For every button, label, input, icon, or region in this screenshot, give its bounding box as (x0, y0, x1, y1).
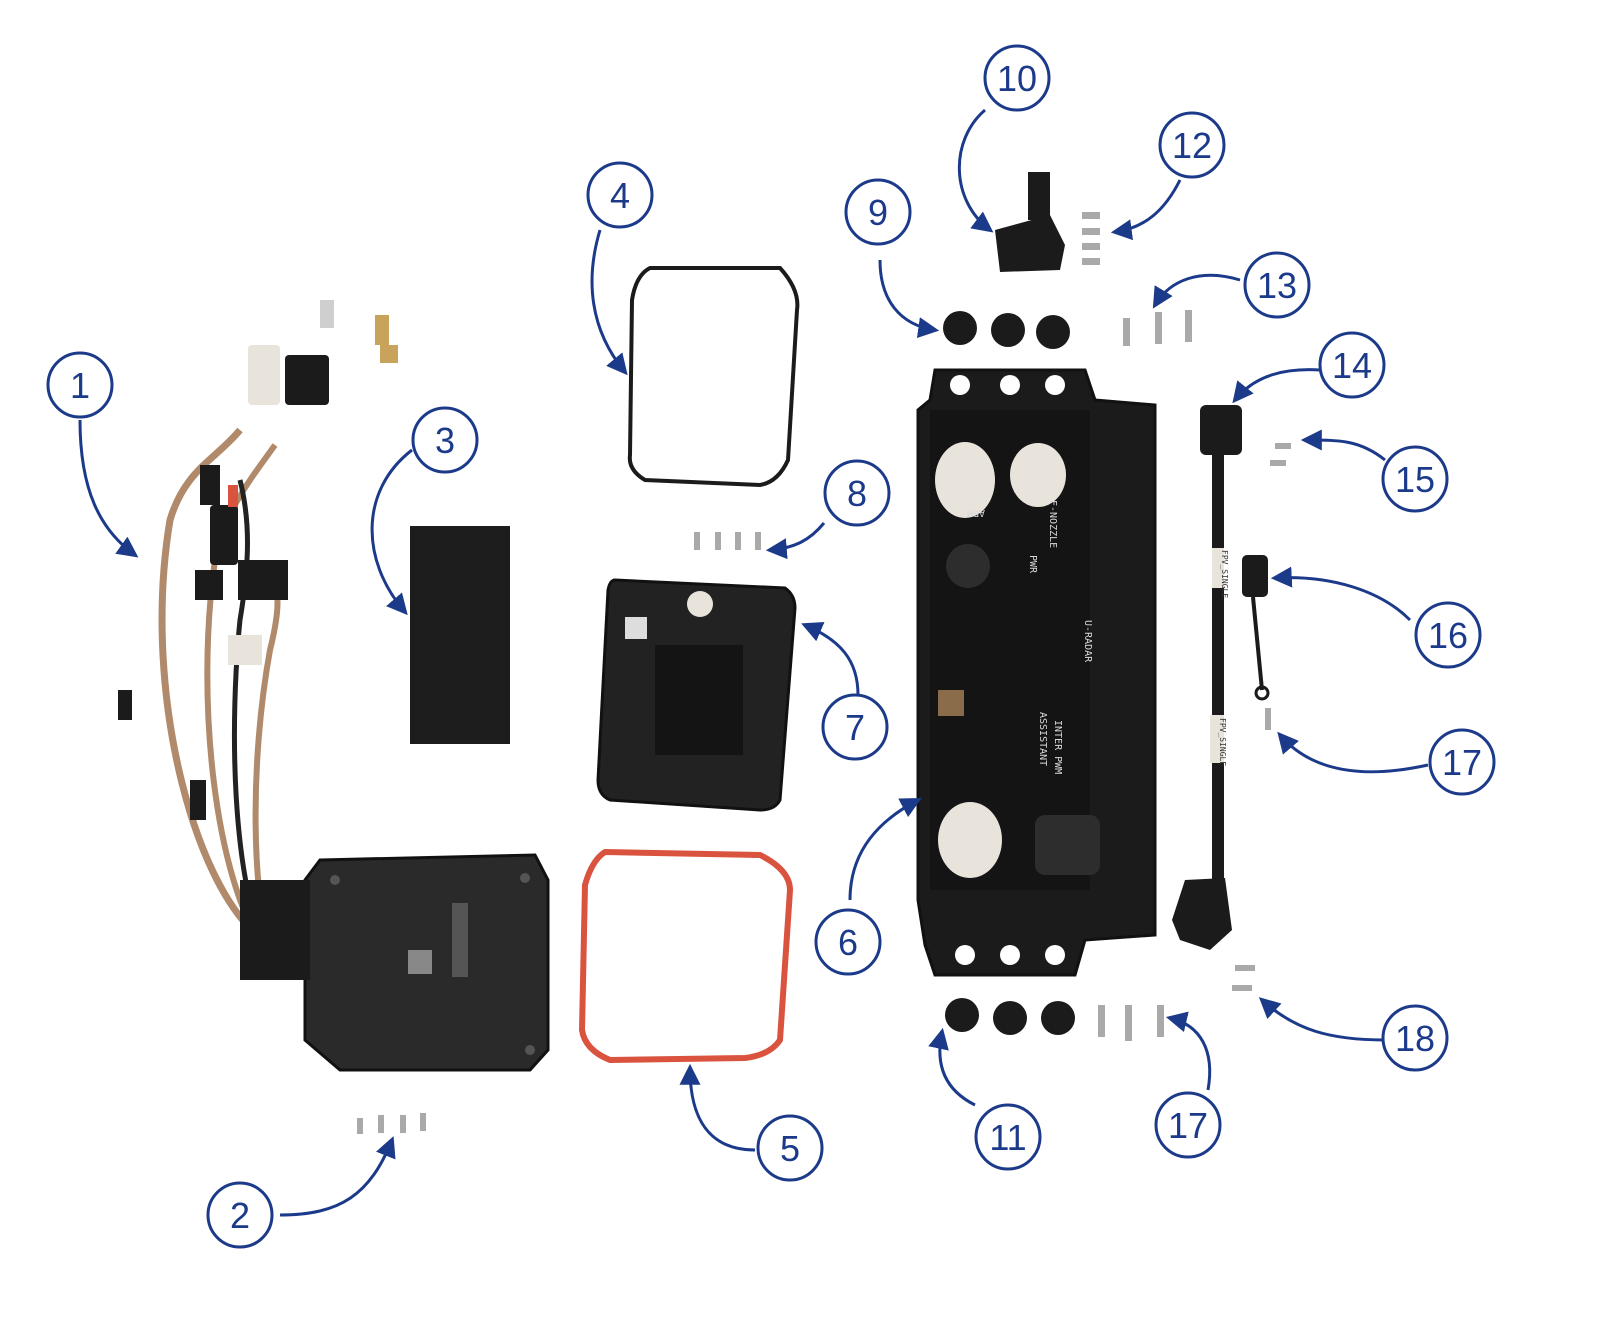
part-black-gasket (627, 266, 800, 488)
callout-2: 2 (206, 1181, 274, 1249)
callout-3: 3 (411, 406, 479, 474)
svg-text:7: 7 (845, 707, 865, 748)
arrow-5 (679, 1063, 756, 1152)
callout-11: 11 (974, 1103, 1042, 1171)
arrow-12 (1110, 179, 1182, 241)
svg-text:1: 1 (70, 365, 90, 406)
part-screws-15 (1270, 443, 1291, 466)
arrow-16 (1270, 566, 1412, 622)
svg-text:11: 11 (989, 1117, 1026, 1158)
arrow-6 (848, 798, 922, 901)
svg-text:3: 3 (435, 420, 455, 461)
cable-label-fpv-2: FPV_SINGLE (1218, 718, 1227, 766)
part-screws-8 (694, 532, 761, 550)
callout-1: 1 (46, 351, 114, 419)
svg-text:17: 17 (1168, 1105, 1208, 1146)
arrow-1 (78, 419, 139, 558)
arrow-9 (878, 259, 940, 339)
svg-text:8: 8 (847, 473, 867, 514)
arrow-4 (590, 229, 628, 376)
part-foam-pad (410, 526, 510, 744)
callout-arrows (78, 108, 1429, 1217)
svg-text:15: 15 (1395, 459, 1435, 500)
svg-text:2: 2 (230, 1195, 250, 1236)
part-clip-16 (1242, 555, 1270, 701)
callout-10: 10 (983, 44, 1051, 112)
arrow-14 (1232, 368, 1321, 404)
callout-18: 18 (1381, 1004, 1449, 1072)
callout-15: 15 (1381, 445, 1449, 513)
arrow-10 (957, 108, 994, 233)
arrow-3 (370, 448, 413, 616)
arrow-8 (765, 522, 826, 560)
callout-14: 14 (1318, 331, 1386, 399)
part-red-gasket (578, 848, 794, 1064)
part-module-cover (596, 578, 797, 812)
svg-text:18: 18 (1395, 1018, 1435, 1059)
part-screw-17-top (1265, 708, 1271, 730)
part-bottom-box (240, 853, 550, 1072)
callout-9: 9 (844, 178, 912, 246)
part-angled-connector (995, 172, 1065, 272)
callout-16: 16 (1414, 601, 1482, 669)
callout-8: 8 (823, 459, 891, 527)
svg-text:16: 16 (1428, 615, 1468, 656)
svg-text:5: 5 (780, 1128, 800, 1169)
callout-17-top: 17 (1428, 728, 1496, 796)
callout-5: 5 (756, 1114, 824, 1182)
arrow-17b (1165, 1011, 1212, 1091)
arrow-15 (1300, 429, 1386, 462)
callout-4: 4 (586, 161, 654, 229)
pcb-label-nozzle: F-NOZZLE (1047, 500, 1058, 548)
callout-17-bottom: 17 (1154, 1091, 1222, 1159)
svg-text:13: 13 (1257, 265, 1297, 306)
part-screws-13 (1123, 310, 1192, 346)
pcb-label-arm: ARM (967, 507, 985, 518)
svg-text:10: 10 (997, 58, 1037, 99)
arrow-11 (928, 1027, 976, 1107)
callout-6: 6 (814, 908, 882, 976)
svg-text:4: 4 (610, 175, 630, 216)
part-screws-17-bottom (1098, 1005, 1164, 1041)
svg-text:6: 6 (838, 922, 858, 963)
arrow-18 (1258, 997, 1386, 1042)
pcb-label-u-radar: U-RADAR (1082, 620, 1093, 663)
arrow-17a (1277, 731, 1429, 774)
part-screws-12 (1082, 212, 1100, 265)
pcb-label-inter-pwm: INTER PWM (1052, 720, 1063, 774)
arrow-2 (279, 1136, 396, 1217)
callout-13: 13 (1243, 251, 1311, 319)
callout-7: 7 (821, 693, 889, 761)
cable-label-fpv-1: FPV_SINGLE (1220, 550, 1229, 598)
part-screws-2 (357, 1113, 426, 1134)
part-grommets-top (943, 311, 1070, 349)
pcb-label-pwr: PWR (1027, 555, 1038, 574)
pcb-label-assistant: ASSISTANT (1037, 712, 1048, 766)
callout-12: 12 (1158, 111, 1226, 179)
svg-text:14: 14 (1332, 345, 1372, 386)
part-screws-18 (1232, 965, 1255, 991)
arrow-7 (801, 621, 860, 696)
svg-text:9: 9 (868, 192, 888, 233)
part-grommets-bottom (945, 998, 1075, 1035)
part-main-pcb: ARM F-NOZZLE PWR U-RADAR ASSISTANT INTER… (916, 368, 1157, 977)
part-fpv-cable: FPV_SINGLE FPV_SINGLE (1172, 405, 1242, 950)
svg-text:17: 17 (1442, 742, 1482, 783)
svg-text:12: 12 (1172, 125, 1212, 166)
callouts: 1 2 3 4 5 6 7 8 9 10 11 12 13 14 15 16 1… (46, 44, 1496, 1249)
arrow-13 (1152, 273, 1241, 309)
